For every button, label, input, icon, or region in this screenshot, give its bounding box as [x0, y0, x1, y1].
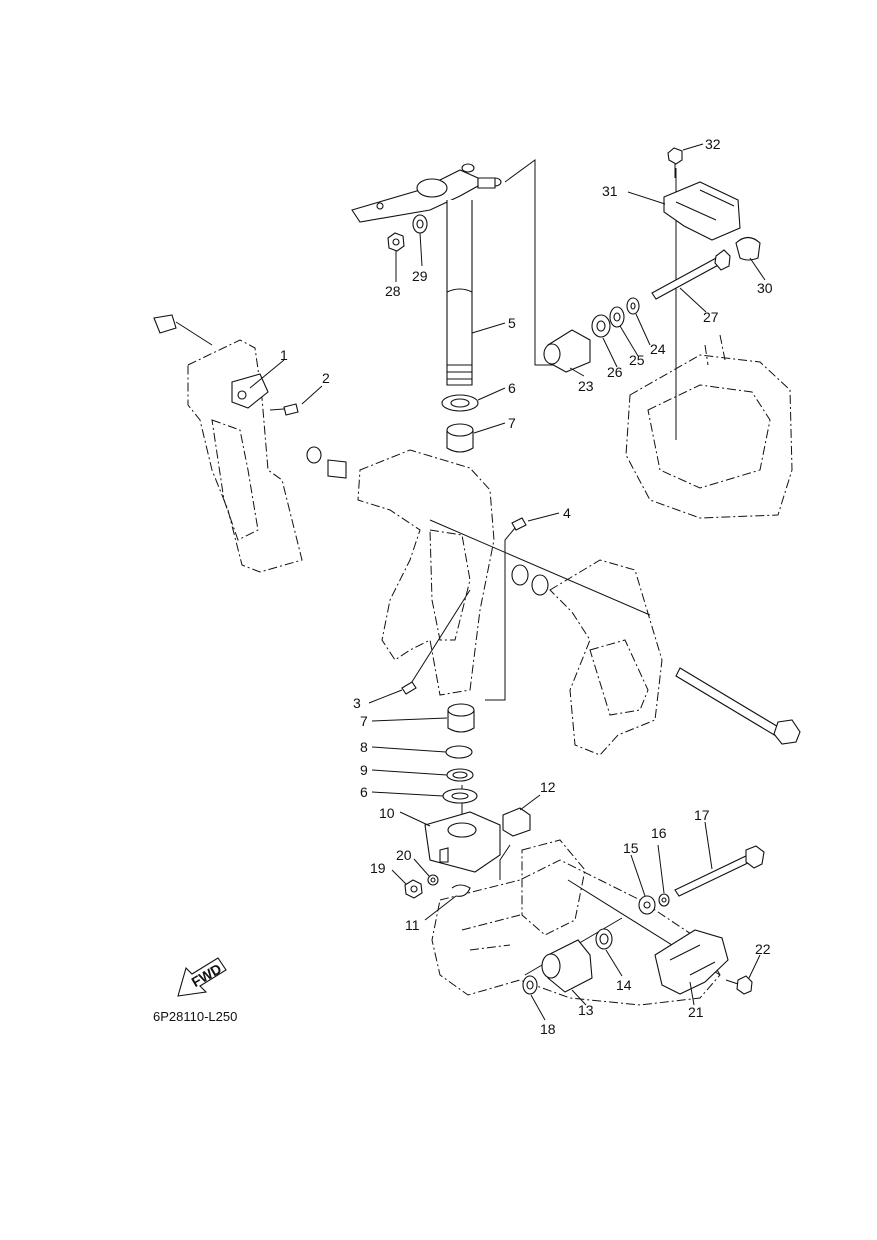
callout-21: 21 — [688, 1004, 704, 1020]
bracket-part-31 — [663, 181, 741, 241]
callout-7-lower: 7 — [360, 713, 368, 729]
fwd-arrow-icon: FWD — [177, 957, 227, 997]
oring-part-8 — [445, 745, 473, 759]
callout-18: 18 — [540, 1021, 556, 1037]
bushing-part-7-lower — [447, 703, 475, 733]
callout-32: 32 — [705, 136, 721, 152]
screw-part-3 — [401, 681, 417, 695]
bolt-part-32 — [667, 147, 683, 178]
callout-15: 15 — [623, 840, 639, 856]
callout-labels: 1 2 3 4 5 6 6 7 7 8 9 10 11 12 13 14 15 … — [280, 136, 773, 1037]
callout-28: 28 — [385, 283, 401, 299]
callout-1: 1 — [280, 347, 288, 363]
mount-part-13 — [541, 939, 593, 993]
washer-part-15 — [638, 895, 656, 915]
washer-part-9 — [446, 768, 474, 782]
screw-part-2 — [269, 403, 299, 416]
callout-8: 8 — [360, 739, 368, 755]
callout-20: 20 — [396, 847, 412, 863]
callout-22: 22 — [755, 941, 771, 957]
nut-part-28 — [387, 232, 405, 252]
mount-part-23 — [543, 329, 591, 373]
washer-part-6-lower — [442, 788, 478, 804]
callout-24: 24 — [650, 341, 666, 357]
nut-part-19 — [404, 879, 423, 899]
callout-10: 10 — [379, 805, 395, 821]
callout-25: 25 — [629, 352, 645, 368]
callout-16: 16 — [651, 825, 667, 841]
callout-17: 17 — [694, 807, 710, 823]
cap-part-30 — [735, 236, 761, 261]
bolt-part-22 — [725, 975, 753, 995]
yoke-part-10 — [424, 811, 501, 873]
clip-part-4 — [511, 517, 527, 531]
callout-9: 9 — [360, 762, 368, 778]
washer-part-20 — [427, 874, 439, 886]
callout-7-upper: 7 — [508, 415, 516, 431]
callout-14: 14 — [616, 977, 632, 993]
washer-part-26 — [591, 314, 611, 338]
callout-27: 27 — [703, 309, 719, 325]
callout-29: 29 — [412, 268, 428, 284]
washer-part-24 — [626, 297, 640, 315]
through-bolt — [675, 667, 801, 745]
callout-19: 19 — [370, 860, 386, 876]
washer-part-29 — [412, 214, 428, 234]
callout-leaders — [249, 143, 766, 1021]
sensor-part-1 — [153, 314, 269, 409]
callout-31: 31 — [602, 183, 618, 199]
block-part-12 — [502, 807, 531, 837]
bolt-part-27 — [651, 249, 731, 300]
washer-part-18 — [522, 975, 538, 995]
tilt-tube-bushings — [306, 446, 549, 596]
callout-6-upper: 6 — [508, 380, 516, 396]
callout-30: 30 — [757, 280, 773, 296]
callout-5: 5 — [508, 315, 516, 331]
callout-12: 12 — [540, 779, 556, 795]
washer-part-6-upper — [441, 394, 479, 412]
washer-part-25 — [609, 306, 625, 328]
bolt-part-17 — [674, 845, 765, 897]
washer-part-16 — [658, 893, 670, 907]
callout-11: 11 — [405, 917, 420, 933]
washer-part-14 — [595, 928, 613, 950]
callout-13: 13 — [578, 1002, 594, 1018]
ghost-outlines — [187, 334, 793, 1006]
callout-6-lower: 6 — [360, 784, 368, 800]
callout-26: 26 — [607, 364, 623, 380]
callout-2: 2 — [322, 370, 330, 386]
catalog-code: 6P28110-L250 — [153, 1009, 237, 1024]
steering-shaft-part-5 — [351, 163, 502, 386]
callout-4: 4 — [563, 505, 571, 521]
callout-3: 3 — [353, 695, 361, 711]
bracket-part-21 — [654, 929, 729, 995]
callout-23: 23 — [578, 378, 594, 394]
clip-part-11 — [451, 884, 471, 897]
bushing-part-7-upper — [446, 423, 474, 453]
